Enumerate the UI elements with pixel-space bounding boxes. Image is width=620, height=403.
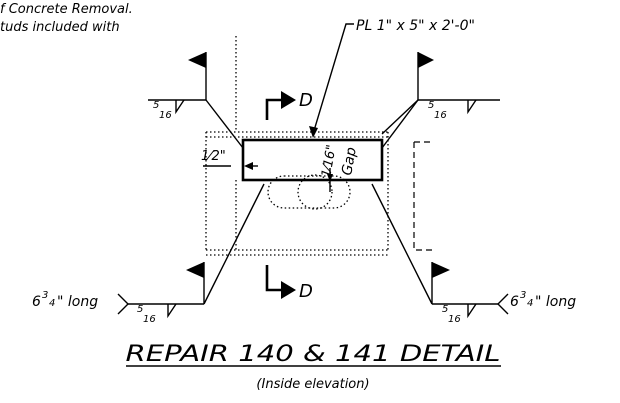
plate-callout-arrowhead <box>309 126 318 138</box>
weld-size-num-top-left: 5 <box>153 100 159 111</box>
section-arrow-top <box>281 91 296 109</box>
weld-leader-bottom-right <box>371 183 433 305</box>
steel-plate <box>241 138 384 182</box>
stud-length-callout-right: 6 3 4 " long <box>510 290 576 310</box>
section-cut-line-bottom <box>265 265 281 292</box>
weld-size-num-bottom-right: 5 <box>442 304 448 315</box>
stud-length-callout-left: 6 3 4 " long <box>32 290 98 310</box>
weld-flag-top-right <box>418 52 434 68</box>
gap-arrowhead <box>327 174 333 182</box>
weld-fillet-top-left <box>175 99 185 115</box>
section-label-top: D <box>299 90 313 111</box>
section-marker-top: D <box>265 90 313 120</box>
weld-leader-top-left <box>205 99 244 149</box>
weld-tail-bottom-right <box>497 293 509 315</box>
detail-title: REPAIR 140 & 141 DETAIL <box>126 342 501 367</box>
weld-symbol-bottom-left: 5 16 6 3 4 " long <box>32 183 265 325</box>
stud-length-whole-left: 6 <box>32 294 41 310</box>
weld-fillet-bottom-right <box>467 303 477 319</box>
weld-leader-bottom-left <box>203 183 265 305</box>
note-line-2: tuds included with <box>0 20 120 35</box>
weld-symbol-top-right: 5 16 <box>381 52 500 149</box>
half-inch-label: 1⁄2" <box>201 149 226 164</box>
stud-length-den-left: 4 <box>49 298 55 309</box>
weld-size-den-top-left: 16 <box>159 110 172 121</box>
section-cut-line-top <box>265 98 281 120</box>
plate-callout-leader <box>312 23 354 135</box>
weld-size-den-top-right: 16 <box>434 110 447 121</box>
weld-fillet-top-right <box>467 99 477 115</box>
stud-length-den-right: 4 <box>527 298 533 309</box>
weld-flag-bottom-left <box>186 262 204 278</box>
detail-subtitle: (Inside elevation) <box>256 377 369 392</box>
weld-fillet-bottom-left <box>167 303 177 319</box>
weld-size-num-top-right: 5 <box>428 100 434 111</box>
half-inch-dimension: 1⁄2" <box>201 149 258 170</box>
weld-flag-bottom-right <box>432 262 450 278</box>
stud-length-num-right: 3 <box>520 290 526 301</box>
stud-length-suffix-right: " long <box>535 294 576 310</box>
dashed-bracket-side <box>413 142 432 251</box>
plate-callout: PL 1" x 5" x 2'-0" <box>356 18 475 34</box>
weld-leader-top-right-2 <box>381 99 419 135</box>
gap-label: Gap <box>339 146 360 177</box>
weld-symbol-bottom-right: 5 16 6 3 4 " long <box>371 183 576 325</box>
weld-size-num-bottom-left: 5 <box>137 304 143 315</box>
stud-length-whole-right: 6 <box>510 294 519 310</box>
weld-size-den-bottom-right: 16 <box>448 314 461 325</box>
gap-value: 1⁄16" <box>319 144 339 179</box>
weld-size-den-bottom-left: 16 <box>143 314 156 325</box>
weld-symbol-top-left: 5 16 <box>148 52 244 149</box>
note-line-1: f Concrete Removal. <box>0 2 133 17</box>
section-marker-bottom: D <box>265 265 313 302</box>
stud-circle-outline <box>297 174 333 210</box>
stud-length-suffix-left: " long <box>57 294 98 310</box>
gap-dimension: 1⁄16" Gap <box>319 144 360 192</box>
weld-flag-top-left <box>188 52 206 68</box>
half-inch-arrowhead <box>244 162 253 170</box>
weld-leader-top-right-1 <box>381 99 419 149</box>
weld-tail-bottom-left <box>117 293 129 315</box>
section-label-bottom: D <box>299 281 313 302</box>
stud-length-num-left: 3 <box>42 290 48 301</box>
section-arrow-bottom <box>281 281 296 299</box>
